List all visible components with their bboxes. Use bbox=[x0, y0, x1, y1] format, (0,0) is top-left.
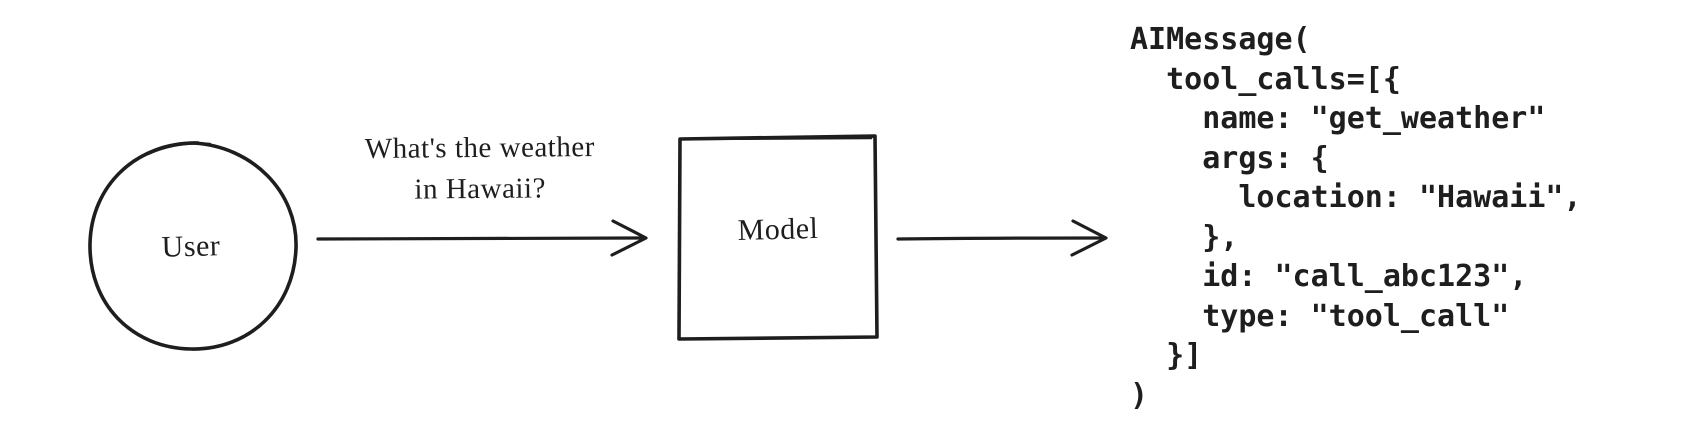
code-line: type: "tool_call" bbox=[1130, 298, 1510, 334]
model-node-box-top-stroke bbox=[684, 136, 873, 141]
code-line: name: "get_weather" bbox=[1130, 101, 1546, 136]
ai-message-code-block: AIMessage( tool_calls=[{ name: "get_weat… bbox=[1130, 20, 1582, 415]
code-line: location: "Hawaii", bbox=[1130, 180, 1582, 215]
code-line: }, bbox=[1130, 219, 1239, 255]
code-line: AIMessage( bbox=[1130, 22, 1311, 57]
user-node-circle bbox=[88, 141, 298, 351]
request-arrow-head bbox=[610, 219, 648, 257]
user-node-label: User bbox=[161, 229, 221, 264]
response-arrow bbox=[896, 219, 1108, 257]
code-line: id: "call_abc123", bbox=[1130, 259, 1528, 294]
request-arrow-line bbox=[316, 236, 644, 241]
user-node-circle-overlap bbox=[146, 142, 212, 156]
model-node-box bbox=[677, 134, 879, 341]
request-annotation: What's the weather in Hawaii? bbox=[365, 127, 596, 211]
code-line: args: { bbox=[1130, 140, 1329, 176]
request-annotation-line2: in Hawaii? bbox=[414, 172, 547, 206]
request-arrow bbox=[316, 219, 648, 257]
response-arrow-line bbox=[896, 236, 1104, 241]
request-annotation-line1: What's the weather bbox=[364, 130, 595, 166]
code-line: tool_calls=[{ bbox=[1130, 61, 1401, 97]
code-line: }] bbox=[1130, 338, 1203, 373]
response-arrow-head bbox=[1070, 219, 1108, 257]
model-node-label: Model bbox=[737, 211, 819, 248]
code-line: ) bbox=[1130, 377, 1149, 413]
